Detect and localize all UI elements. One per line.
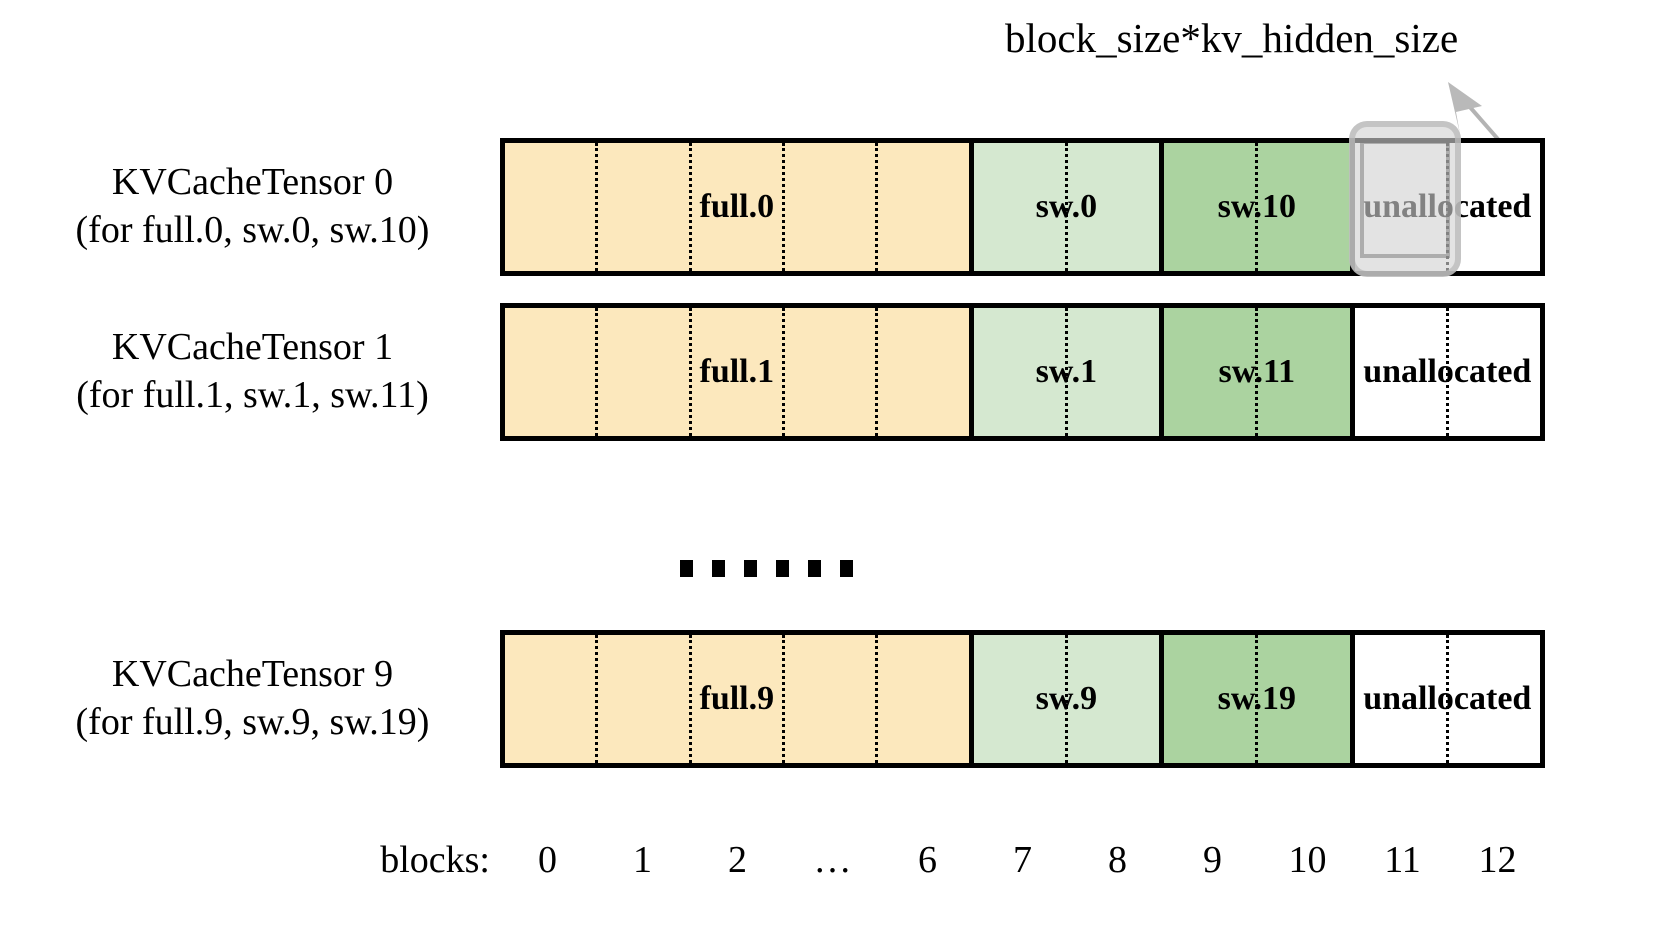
segment-full[interactable]: full.1: [505, 308, 969, 436]
axis-tick-list: 0 1 2 … 6 7 8 9 10 11 12: [500, 838, 1545, 898]
axis-title: blocks:: [380, 839, 490, 881]
segment-label: sw.0: [1035, 188, 1098, 225]
row-label: KVCacheTensor 0 (for full.0, sw.0, sw.10…: [25, 158, 480, 254]
axis-tick: 7: [1013, 839, 1032, 881]
segment-full[interactable]: full.9: [505, 635, 969, 763]
segment-label: unallocated: [1363, 680, 1532, 717]
segment-sw-dark[interactable]: sw.19: [1159, 635, 1350, 763]
row-label-line1: KVCacheTensor 9: [111, 653, 394, 695]
block-dividers: [505, 308, 969, 436]
block-dividers: [974, 308, 1159, 436]
axis-tick: 10: [1288, 839, 1327, 881]
block-dividers: [1164, 635, 1349, 763]
segment-sw-dark[interactable]: sw.10: [1159, 143, 1350, 271]
axis-tick: 2: [728, 839, 747, 881]
block-dividers: [974, 143, 1159, 271]
segment-sw-light[interactable]: sw.0: [968, 143, 1160, 271]
row-label-line2: (for full.1, sw.1, sw.11): [76, 374, 429, 416]
segment-unallocated[interactable]: unallocated: [1349, 635, 1540, 763]
block-dividers: [1355, 308, 1540, 436]
block-dividers: [974, 635, 1159, 763]
segment-label: full.1: [699, 353, 775, 390]
row-label-line2: (for full.9, sw.9, sw.19): [75, 701, 430, 743]
segment-label: full.9: [699, 680, 775, 717]
kvcache-bar: full.1 sw.1 sw.11 unallocated: [500, 303, 1545, 441]
segment-label: sw.19: [1217, 680, 1297, 717]
axis-tick: 1: [633, 839, 652, 881]
axis-tick: 12: [1478, 839, 1517, 881]
block-dividers: [1164, 308, 1349, 436]
axis-tick: 9: [1203, 839, 1222, 881]
axis-tick: 8: [1108, 839, 1127, 881]
segment-unallocated[interactable]: unallocated: [1349, 308, 1540, 436]
segment-label: sw.9: [1035, 680, 1098, 717]
block-highlight[interactable]: [1349, 121, 1461, 277]
axis-tick: 11: [1384, 839, 1421, 881]
row-label: KVCacheTensor 1 (for full.1, sw.1, sw.11…: [25, 323, 480, 419]
block-dividers: [1355, 635, 1540, 763]
axis-tick: …: [813, 839, 852, 881]
segment-label: sw.1: [1035, 353, 1098, 390]
segment-sw-dark[interactable]: sw.11: [1159, 308, 1350, 436]
axis-tick: 6: [918, 839, 937, 881]
segment-full[interactable]: full.0: [505, 143, 969, 271]
block-dividers: [505, 635, 969, 763]
segment-sw-light[interactable]: sw.9: [968, 635, 1160, 763]
segment-label: sw.10: [1217, 188, 1297, 225]
block-axis: blocks: 0 1 2 … 6 7 8 9 10 11 12: [0, 838, 1676, 898]
segment-label: sw.11: [1218, 353, 1296, 390]
segment-label: unallocated: [1363, 353, 1532, 390]
block-dividers: [1164, 143, 1349, 271]
segment-label: full.0: [699, 188, 775, 225]
block-dividers: [505, 143, 969, 271]
annotation-label: block_size*kv_hidden_size: [1005, 15, 1459, 61]
axis-tick: 0: [538, 839, 557, 881]
row-label-line1: KVCacheTensor 0: [111, 161, 394, 203]
row-label: KVCacheTensor 9 (for full.9, sw.9, sw.19…: [25, 650, 480, 746]
row-label-line1: KVCacheTensor 1: [111, 326, 394, 368]
segment-sw-light[interactable]: sw.1: [968, 308, 1160, 436]
row-label-line2: (for full.0, sw.0, sw.10): [75, 209, 430, 251]
vertical-ellipsis: [680, 560, 853, 577]
block-highlight-inner: [1360, 140, 1450, 258]
kvcache-bar: full.9 sw.9 sw.19 unallocated: [500, 630, 1545, 768]
